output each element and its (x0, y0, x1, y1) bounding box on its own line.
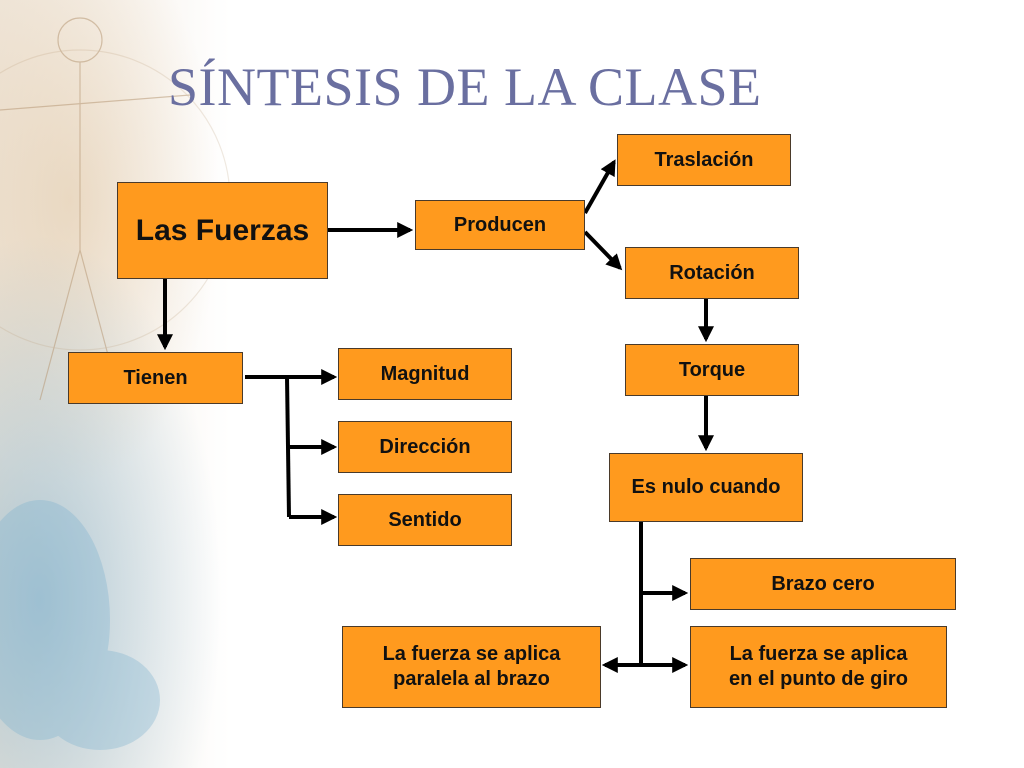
node-sentido: Sentido (338, 494, 512, 546)
node-producen: Producen (415, 200, 585, 250)
node-fuerza-punto-giro-line1: La fuerza se aplica (729, 643, 908, 665)
node-magnitud: Magnitud (338, 348, 512, 400)
node-fuerza-punto-giro-line2: en el punto de giro (729, 668, 908, 690)
node-direccion: Dirección (338, 421, 512, 473)
node-torque: Torque (625, 344, 799, 396)
water-texture (0, 500, 160, 750)
node-tienen: Tienen (68, 352, 243, 404)
node-rotacion: Rotación (625, 247, 799, 299)
node-brazo-cero: Brazo cero (690, 558, 956, 610)
arrow-producen-rotacion (583, 230, 623, 271)
node-fuerza-paralela-line1: La fuerza se aplica (382, 643, 561, 665)
node-es-nulo-cuando: Es nulo cuando (609, 453, 803, 522)
node-traslacion: Traslación (617, 134, 791, 186)
node-fuerza-punto-giro: La fuerza se aplica en el punto de giro (690, 626, 947, 708)
node-fuerza-paralela: La fuerza se aplica paralela al brazo (342, 626, 601, 708)
node-fuerza-paralela-line2: paralela al brazo (393, 668, 550, 690)
slide-title: SÍNTESIS DE LA CLASE (168, 57, 762, 117)
arrow-producen-traslacion (583, 159, 616, 214)
node-las-fuerzas: Las Fuerzas (117, 182, 328, 279)
